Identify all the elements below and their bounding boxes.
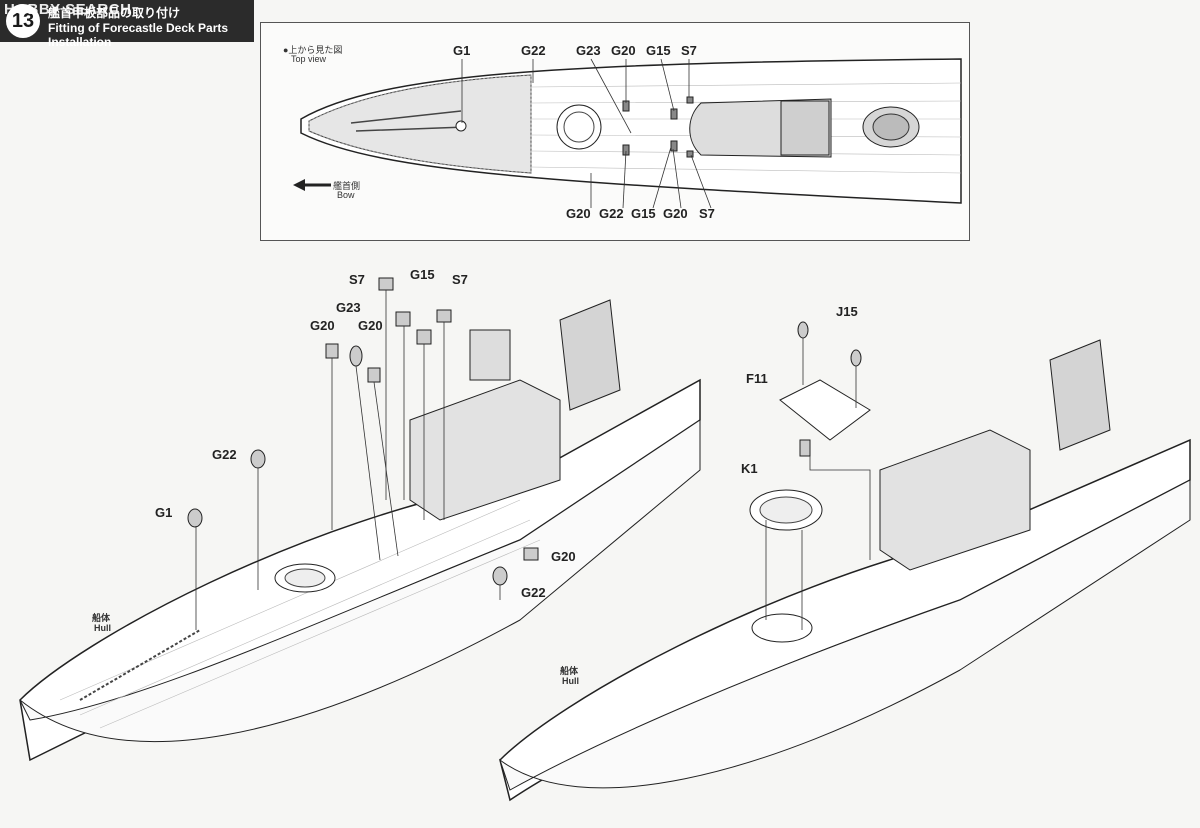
left-part-g22: G22: [212, 447, 237, 462]
left-part-g1: G1: [155, 505, 173, 520]
watermark-logo: HOBBY SEARCH: [4, 1, 132, 18]
left-part-g20-c: G20: [551, 549, 576, 564]
top-view-drawing: [293, 58, 962, 209]
left-part-g23: G23: [336, 300, 361, 315]
step-title-jp: 艦首甲板部品の取り付け: [48, 6, 181, 20]
top-view-title-en: Top view: [291, 54, 327, 64]
left-hull-label-en: Hull: [94, 623, 111, 633]
right-part-k1: K1: [741, 461, 758, 476]
part-label-s7: S7: [681, 43, 697, 58]
left-hull-label-jp: 船体: [92, 613, 111, 623]
part-label-g15-bottom: G15: [631, 206, 656, 221]
left-part-g20-a: G20: [310, 318, 335, 333]
left-part-s7-a: S7: [349, 272, 365, 287]
step-title-en: Fitting of Forecastle Deck Parts Install…: [48, 21, 229, 49]
bow-label-en: Bow: [337, 190, 355, 200]
step-header: 13 艦首甲板部品の取り付け Fitting of Forecastle Dec…: [0, 0, 254, 49]
left-part-g15: G15: [410, 267, 435, 282]
part-label-s7-bottom: S7: [699, 206, 715, 221]
part-label-g20: G20: [611, 43, 636, 58]
right-hull-label-en: Hull: [562, 676, 579, 686]
part-label-g20-bottom-2: G20: [663, 206, 688, 221]
part-label-g1: G1: [453, 43, 471, 58]
right-hull-label-jp: 船体: [560, 666, 579, 676]
bow-label-jp: 艦首側: [333, 181, 361, 191]
left-part-g22-b: G22: [521, 585, 546, 600]
left-part-s7-b: S7: [452, 272, 468, 287]
part-label-g23: G23: [576, 43, 601, 58]
part-label-g22-bottom: G22: [599, 206, 624, 221]
left-part-g20-b: G20: [358, 318, 383, 333]
step-number-badge: 13: [6, 4, 40, 38]
part-label-g22: G22: [521, 43, 546, 58]
right-part-j15: J15: [836, 304, 858, 319]
right-part-f11: F11: [746, 371, 768, 386]
part-label-g15: G15: [646, 43, 671, 58]
top-view-title-jp: ●上から見た図: [283, 45, 343, 55]
part-label-g20-bottom: G20: [566, 206, 591, 221]
top-view-panel: ●上から見た図 Top view 艦首側 Bow G1 G22 G23 G20 …: [260, 22, 970, 241]
